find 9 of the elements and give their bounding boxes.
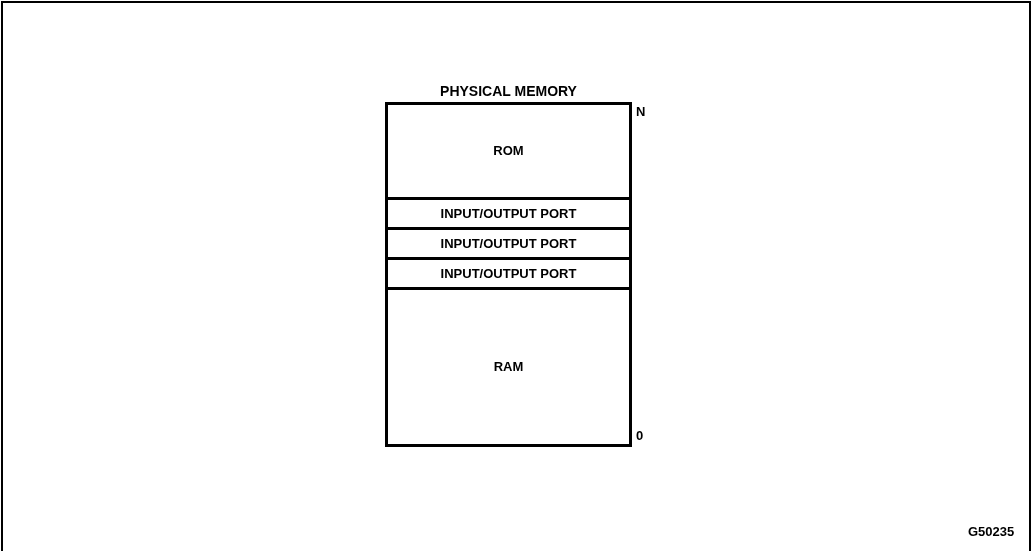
region-label: INPUT/OUTPUT PORT [440, 264, 577, 283]
region-label: RAM [493, 358, 524, 377]
address-label: N [636, 103, 646, 121]
memory-title: PHYSICAL MEMORY [439, 82, 578, 101]
address-label: 0 [636, 427, 644, 445]
region-label: ROM [493, 142, 524, 161]
region-label: INPUT/OUTPUT PORT [440, 234, 577, 253]
region-label: INPUT/OUTPUT PORT [440, 204, 577, 223]
figure-code: G50235 [968, 523, 1015, 541]
